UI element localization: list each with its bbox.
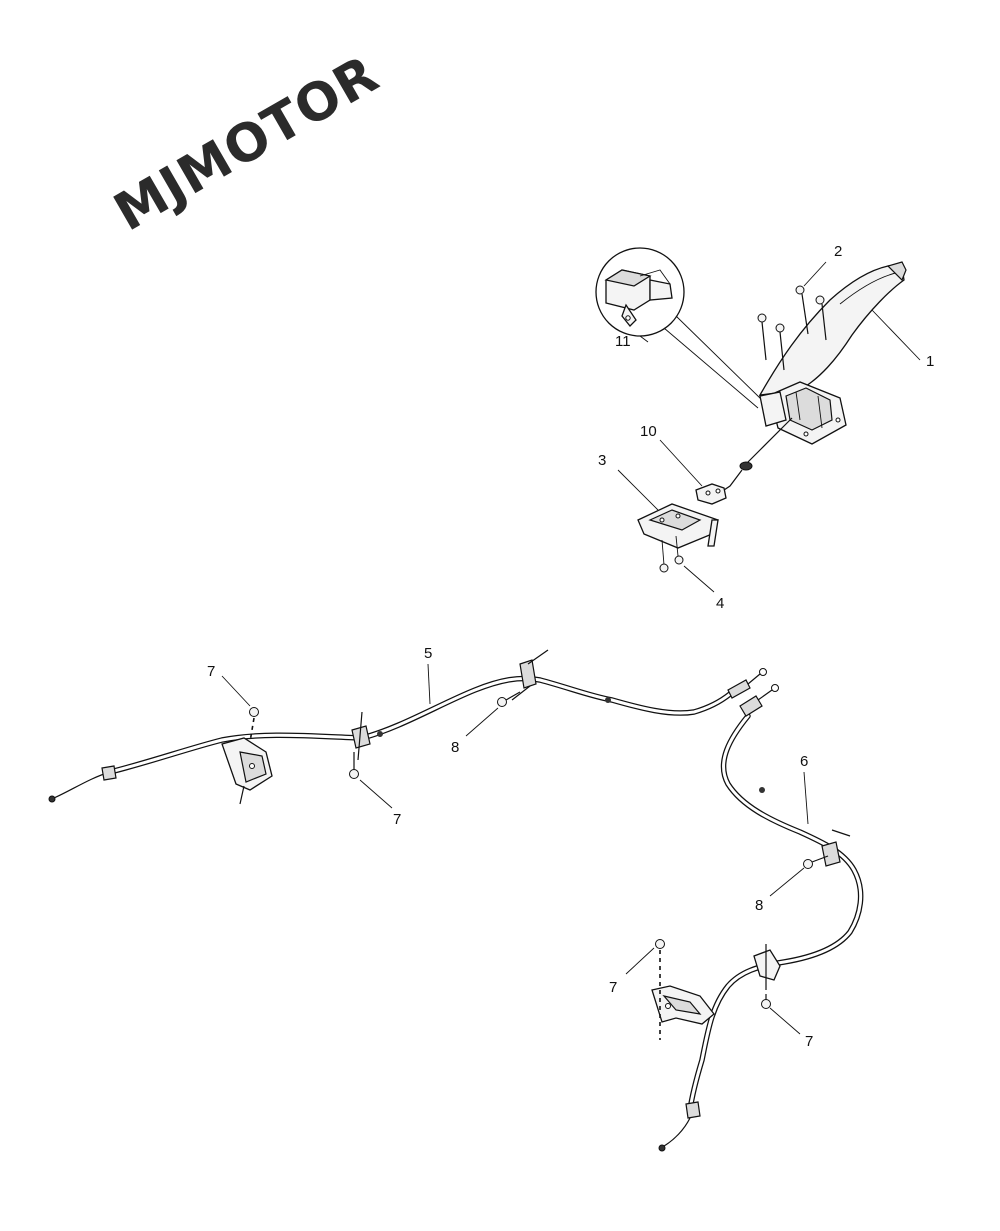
right-rear-bracket	[651, 939, 715, 1040]
callout-11: 11	[615, 333, 631, 350]
part-5-left-rear-cable	[48, 649, 767, 803]
callout-8-left: 8	[451, 739, 459, 756]
callout-7-mid: 7	[393, 811, 401, 828]
bolt-7-left-mid	[349, 752, 359, 779]
right-cable-clip	[753, 944, 781, 1009]
bolt-8-right	[803, 855, 829, 869]
callout-7-left: 7	[207, 663, 215, 680]
part-2-nuts	[757, 285, 827, 371]
callout-10: 10	[640, 423, 657, 440]
callout-3: 3	[598, 452, 606, 469]
part-1-parking-brake-lever	[717, 261, 907, 495]
callout-leaders	[221, 261, 921, 1035]
callout-2: 2	[834, 243, 842, 260]
callout-8-right: 8	[755, 897, 763, 914]
callout-6: 6	[800, 753, 808, 770]
watermark-logo: MJMOTOR	[105, 44, 389, 243]
left-rear-bracket	[221, 707, 273, 805]
callout-labels: 1 2 3 4 5 6 7 7 7 7 8 8 10 11	[207, 243, 934, 1050]
callout-1: 1	[926, 353, 934, 370]
part-3-bracket	[637, 503, 719, 566]
part-4-nuts	[659, 555, 684, 573]
callout-7-right-upper: 7	[609, 979, 617, 996]
callout-7-right-lower: 7	[805, 1033, 813, 1050]
callout-5: 5	[424, 645, 432, 662]
part-10-equalizer	[695, 483, 727, 505]
part-11-brake-switch-inset	[595, 247, 763, 409]
bolt-8-left	[497, 691, 521, 707]
part-6-right-rear-cable	[658, 684, 864, 1152]
callout-4: 4	[716, 595, 724, 612]
